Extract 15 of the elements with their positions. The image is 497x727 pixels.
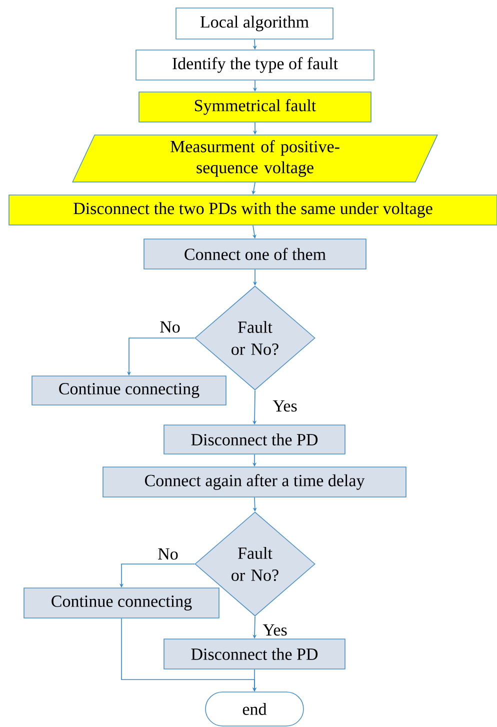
process-box: Connect one of them [144,238,366,270]
process-box: Continue connecting [32,376,226,406]
edge-label: Yes [262,623,288,637]
process-box: Disconnect the PD [164,638,346,670]
process-box: Connect again after a time delay [102,466,406,498]
edge-label: No [156,547,180,561]
process-box: Disconnect the two PDs with the same under voltage [8,194,497,226]
edge-label: No [158,320,182,334]
input-parallelogram: Measurment of positive-sequence voltage [72,134,438,182]
process-box: Identify the type of fault [136,50,374,80]
process-box: Continue connecting [24,588,220,618]
process-box: Disconnect the PD [164,424,346,454]
process-box: Symmetrical fault [138,92,372,122]
edge-label: Yes [272,399,298,413]
process-box: Local algorithm [176,8,334,40]
